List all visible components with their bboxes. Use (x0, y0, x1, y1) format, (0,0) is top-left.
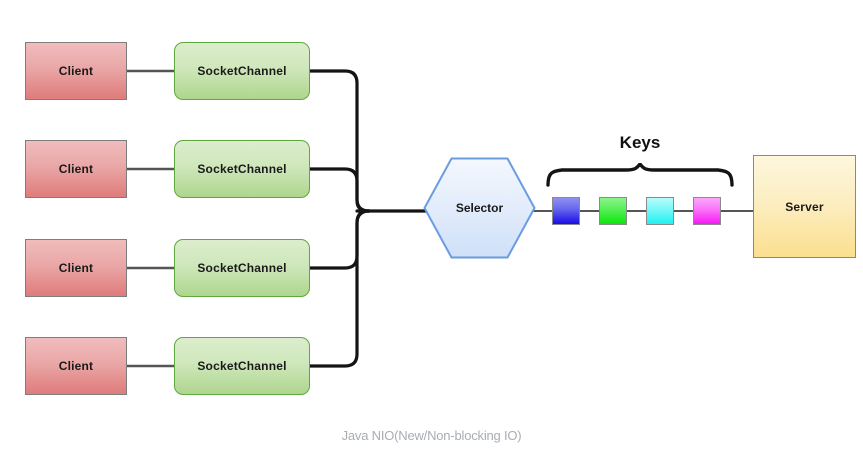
client-node-2[interactable]: Client (25, 140, 127, 198)
server-label: Server (785, 199, 824, 214)
socketchannel-label: SocketChannel (197, 64, 287, 78)
keys-label: Keys (619, 133, 661, 152)
selector-node[interactable]: Selector (423, 157, 536, 259)
socketchannel-label: SocketChannel (197, 261, 287, 275)
key-square-green[interactable] (599, 197, 627, 225)
selector-label: Selector (455, 201, 504, 215)
socketchannel-node-4[interactable]: SocketChannel (174, 337, 310, 395)
socketchannel-node-2[interactable]: SocketChannel (174, 140, 310, 198)
hexagon-shape (423, 157, 536, 259)
client-label: Client (58, 359, 94, 373)
key-square-blue[interactable] (552, 197, 580, 225)
client-node-1[interactable]: Client (25, 42, 127, 100)
socketchannel-label: SocketChannel (197, 359, 287, 373)
client-label: Client (58, 162, 94, 176)
client-node-4[interactable]: Client (25, 337, 127, 395)
socketchannel-node-1[interactable]: SocketChannel (174, 42, 310, 100)
client-label: Client (58, 64, 94, 78)
socketchannel-node-3[interactable]: SocketChannel (174, 239, 310, 297)
keys-brace-icon (546, 163, 734, 187)
key-square-magenta[interactable] (693, 197, 721, 225)
diagram-caption: Java NIO(New/Non-blocking IO) (341, 428, 522, 443)
client-label: Client (58, 261, 94, 275)
key-square-cyan[interactable] (646, 197, 674, 225)
client-node-3[interactable]: Client (25, 239, 127, 297)
socketchannel-label: SocketChannel (197, 162, 287, 176)
server-node[interactable]: Server (753, 155, 856, 258)
